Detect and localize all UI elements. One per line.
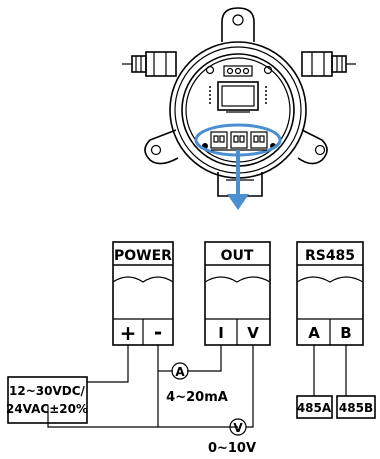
rs485-port-b: 485B xyxy=(336,395,376,419)
rs485-port-a: 485A xyxy=(296,395,333,419)
power-minus-terminal: - xyxy=(154,320,162,344)
port-485b-label: 485B xyxy=(339,401,373,415)
voltmeter: V 0~10V xyxy=(208,418,256,456)
voltage-range-label: 0~10V xyxy=(208,441,256,456)
pointer-arrow xyxy=(227,150,249,210)
current-range-label: 4~20mA xyxy=(166,390,228,405)
out-label: OUT xyxy=(221,248,254,264)
rs485-block: RS485 A B xyxy=(296,241,364,346)
rs485-a-terminal: A xyxy=(308,324,320,342)
mini-terminal-blocks xyxy=(210,131,268,151)
wiring xyxy=(47,345,347,428)
power-block: POWER + - xyxy=(112,241,174,346)
ammeter: A 4~20mA xyxy=(166,362,228,405)
power-label: POWER xyxy=(114,248,172,264)
power-supply-box: 12~30VDC/ 24VAC±20% xyxy=(6,376,88,424)
rs485-label: RS485 xyxy=(305,248,355,264)
ammeter-symbol: A xyxy=(175,365,185,379)
supply-line-2: 24VAC±20% xyxy=(6,402,88,416)
supply-line-1: 12~30VDC/ xyxy=(9,384,86,398)
voltmeter-symbol: V xyxy=(233,421,243,435)
power-plus-terminal: + xyxy=(120,321,137,345)
out-current-terminal: I xyxy=(218,324,224,342)
rs485-b-terminal: B xyxy=(340,324,351,342)
out-voltage-terminal: V xyxy=(247,324,259,342)
port-485a-label: 485A xyxy=(297,401,332,415)
out-block: OUT I V xyxy=(204,241,271,346)
